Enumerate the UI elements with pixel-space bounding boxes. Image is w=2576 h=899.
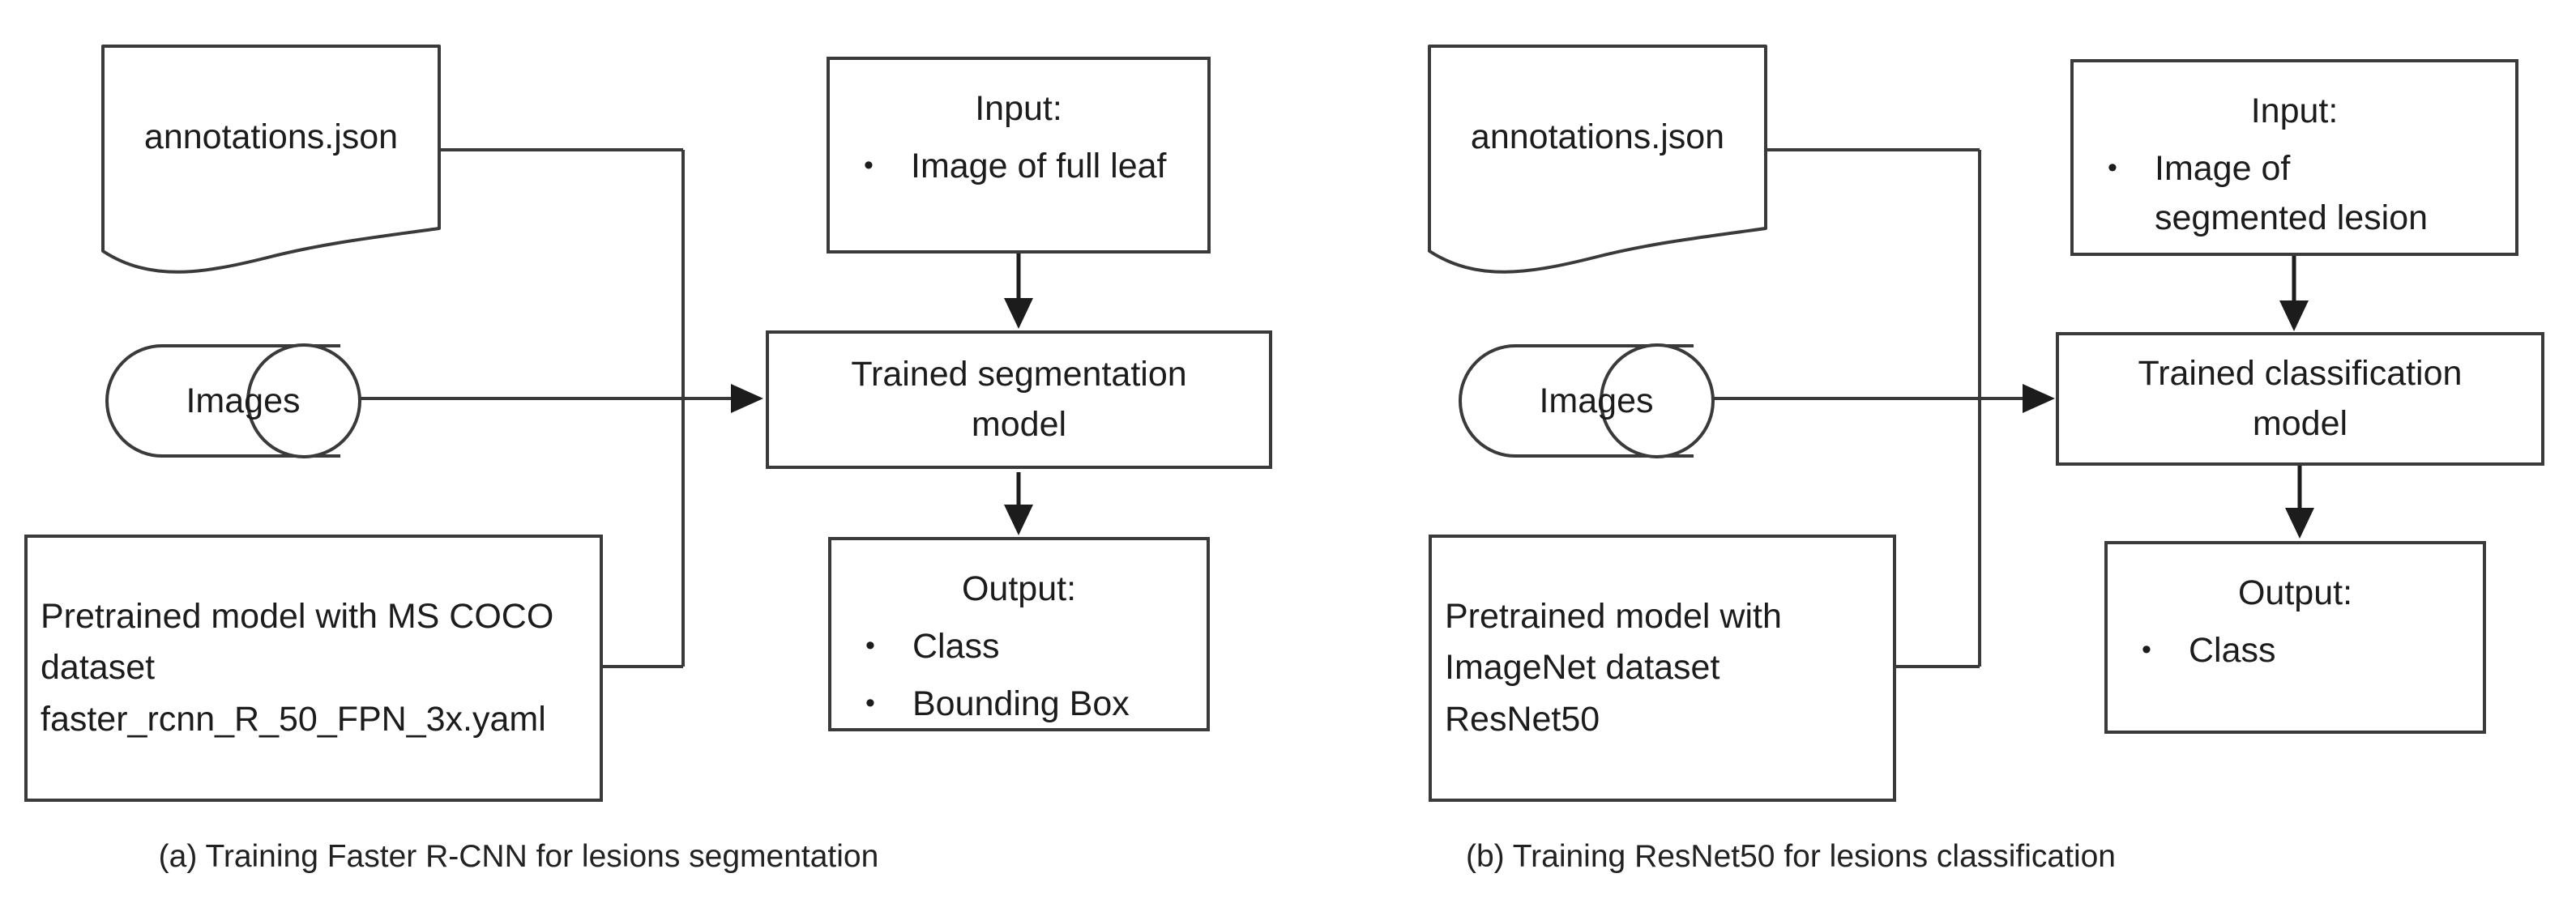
arrowhead-model-output-b (2285, 508, 2314, 539)
bullet-icon (864, 142, 911, 189)
cylinder-label-b: Images (1539, 381, 1654, 420)
cylinder-end-circle-b (1600, 343, 1715, 458)
node-pretrained-model-b: Pretrained model with ImageNet dataset R… (1429, 535, 1896, 802)
bullet-icon (2108, 144, 2155, 191)
bullet-icon (865, 622, 912, 669)
input-title-b: Input: (2250, 92, 2339, 130)
bullet-icon (2142, 626, 2189, 673)
arrowhead-input-model-b (2279, 300, 2309, 331)
panel-caption-a: (a) Training Faster R-CNN for lesions se… (158, 839, 879, 874)
document-shape-b (1428, 45, 1767, 274)
document-label-b: annotations.json (1470, 117, 1725, 156)
document-shape-a (101, 45, 441, 274)
arrowhead-model-output-a (1004, 505, 1033, 535)
output-title-a: Output: (961, 569, 1077, 608)
arrowhead-input-model-a (1004, 298, 1033, 329)
bullet-icon (865, 680, 912, 726)
cylinder-end-circle-a (246, 343, 361, 458)
panel-caption-b: (b) Training ResNet50 for lesions classi… (1465, 839, 2116, 874)
output-item-a: Bounding Box (865, 680, 1207, 729)
output-title-b: Output: (2237, 573, 2353, 612)
output-item-b: Class (2142, 626, 2483, 675)
cylinder-label-a: Images (186, 381, 301, 420)
node-trained-model-b: Trained classification model (2056, 332, 2544, 466)
input-title-a: Input: (975, 89, 1062, 128)
input-item-a: Image of full leaf (864, 142, 1207, 191)
node-pretrained-model-a: Pretrained model with MS COCO dataset fa… (24, 535, 603, 802)
arrowhead-into-model-a (731, 384, 763, 413)
input-item-b: Image of segmented lesion (2108, 144, 2459, 243)
node-input-b: Input: Image of segmented lesion (2070, 59, 2518, 256)
node-output-b: Output: Class (2104, 541, 2486, 734)
node-output-a: Output: Class Bounding Box (828, 537, 1210, 731)
node-input-a: Input: Image of full leaf (827, 57, 1211, 254)
arrowhead-into-model-b (2023, 384, 2055, 413)
output-item-a: Class (865, 622, 1207, 671)
node-trained-model-a: Trained segmentation model (766, 330, 1272, 469)
document-label-a: annotations.json (143, 117, 399, 156)
